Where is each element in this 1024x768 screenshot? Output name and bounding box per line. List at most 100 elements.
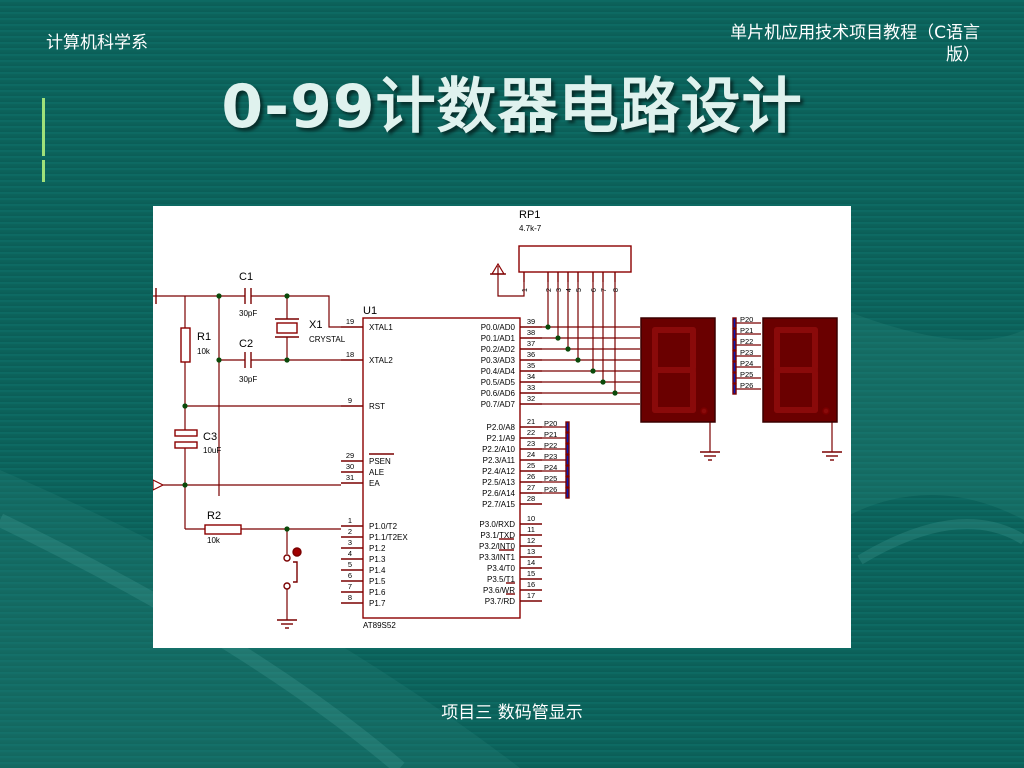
bus-label: P22 (544, 441, 557, 450)
display-ones-bus-bar (732, 328, 737, 340)
r1-ref: R1 (197, 331, 211, 343)
xtal1-wire (287, 295, 341, 328)
r2-ref: R2 (207, 510, 221, 522)
bus-label: P23 (544, 452, 557, 461)
pin-name: P2.4/A12 (482, 467, 515, 476)
display-ones-bus-bar (732, 350, 737, 362)
pin-number: 28 (527, 494, 535, 503)
pin-number: 18 (346, 350, 354, 359)
pin-number: 27 (527, 483, 535, 492)
x1-body (276, 322, 298, 334)
pin-name: P3.6/WR (483, 586, 515, 595)
pin-number: 12 (527, 536, 535, 545)
r1-value: 10k (197, 347, 211, 356)
p2-bus-bar (565, 421, 570, 433)
pin-name: P3.7/RD (485, 597, 515, 606)
pin-name: P3.3/INT1 (479, 553, 516, 562)
pin-number: 30 (346, 462, 354, 471)
button-contact (283, 554, 291, 562)
c2-ref: C2 (239, 338, 253, 350)
pin-number: 33 (527, 383, 535, 392)
course-title-line2: 版） (946, 45, 980, 65)
c3-ref: C3 (203, 431, 217, 443)
pin-name: P0.3/AD3 (481, 356, 516, 365)
bus-label: P26 (740, 381, 753, 390)
pin-number: 37 (527, 339, 535, 348)
junction-node (284, 293, 290, 299)
pin-number: 13 (527, 547, 535, 556)
pin-name: P1.7 (369, 599, 386, 608)
junction-node (555, 335, 561, 341)
c3-plate-neg (174, 441, 198, 449)
junction-node (600, 379, 606, 385)
pin-number: 38 (527, 328, 535, 337)
pin-name: P2.0/A8 (487, 423, 516, 432)
rp1-pin-number: 5 (576, 288, 583, 292)
junction-node (575, 357, 581, 363)
osc-left-wire (159, 295, 220, 496)
rp1-pin-number: 3 (556, 288, 563, 292)
rp1-common-wire (497, 266, 525, 297)
mcu-body (362, 317, 521, 619)
p2-bus-bar (565, 454, 570, 466)
display-ones-bus-bar (732, 339, 737, 351)
pin-name: P0.1/AD1 (481, 334, 516, 343)
pin-number: 26 (527, 472, 535, 481)
accent-bar-2 (42, 160, 45, 182)
p2-bus-bar (565, 443, 570, 455)
pin-number: 36 (527, 350, 535, 359)
junction-node (565, 346, 571, 352)
pin-number: 39 (527, 317, 535, 326)
pin-name: P3.2/INT0 (479, 542, 516, 551)
p2-bus-bar (565, 476, 570, 488)
junction-node (590, 368, 596, 374)
rp1-value: 4.7k-7 (519, 224, 542, 233)
department-label: 计算机科学系 (46, 33, 148, 53)
pin-name: P1.4 (369, 566, 386, 575)
pin-number: 17 (527, 591, 535, 600)
junction-node (612, 390, 618, 396)
bus-label: P21 (740, 326, 753, 335)
pin-name: ALE (369, 468, 384, 477)
pin-number: 24 (527, 450, 535, 459)
accent-bar-1 (42, 98, 45, 156)
pin-name: P0.2/AD2 (481, 345, 516, 354)
pin-number: 15 (527, 569, 535, 578)
display-ones-bus-bar (732, 383, 737, 395)
junction-node (182, 482, 188, 488)
r2-body (204, 524, 242, 535)
pin-name: PSEN (369, 457, 391, 466)
pin-number: 31 (346, 473, 354, 482)
pin-number: 14 (527, 558, 535, 567)
pin-name: RST (369, 402, 385, 411)
bus-label: P20 (740, 315, 753, 324)
pin-name: P1.1/T2EX (369, 533, 408, 542)
mcu-part: AT89S52 (363, 621, 396, 630)
slide-title: 0-99计数器电路设计 (221, 72, 803, 142)
pin-name: P1.6 (369, 588, 386, 597)
mcu-ref: U1 (363, 305, 377, 317)
button-contact (283, 582, 291, 590)
pin-name: P2.5/A13 (482, 478, 515, 487)
slide-footer: 项目三 数码管显示 (441, 703, 583, 723)
pin-number: 2 (348, 527, 352, 536)
pin-name: P0.5/AD5 (481, 378, 516, 387)
x1-ref: X1 (309, 319, 322, 331)
pin-number: 21 (527, 417, 535, 426)
bus-label: P24 (740, 359, 753, 368)
rp1-pin-number: 1 (522, 288, 529, 292)
button-indicator (292, 547, 302, 557)
pin-number: 25 (527, 461, 535, 470)
pin-number: 7 (348, 582, 352, 591)
display-ones-bus-bar (732, 361, 737, 373)
p2-bus-bar (565, 432, 570, 444)
pin-name: P3.5/T1 (487, 575, 516, 584)
rp1-ref: RP1 (519, 209, 540, 221)
pin-number: 29 (346, 451, 354, 460)
pin-number: 16 (527, 580, 535, 589)
bus-label: P25 (740, 370, 753, 379)
bus-label: P23 (740, 348, 753, 357)
p2-bus-bar (565, 487, 570, 499)
pin-number: 9 (348, 396, 352, 405)
pin-number: 19 (346, 317, 354, 326)
